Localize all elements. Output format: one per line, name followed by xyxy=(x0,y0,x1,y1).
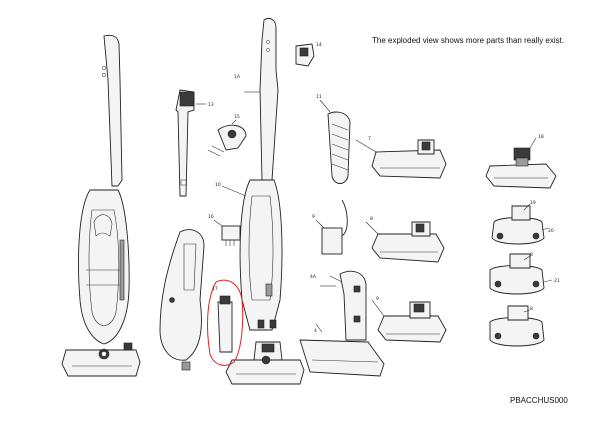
main-body-assembly xyxy=(221,17,283,331)
clip-part xyxy=(295,43,315,67)
crevice-tool xyxy=(175,89,206,197)
callout-16: 16 xyxy=(208,214,214,220)
callout-13: 13 xyxy=(208,102,214,108)
callout-8: 8 xyxy=(370,216,373,222)
wall-bracket xyxy=(299,270,385,377)
exploded-view-note: The exploded view shows more parts than … xyxy=(372,36,565,45)
callout-19: 19 xyxy=(530,200,536,206)
callout-4A: 4A xyxy=(310,274,317,280)
nozzle-head-7 xyxy=(371,139,447,179)
roller-brush xyxy=(319,99,351,184)
part-code: PBACCHUS000 xyxy=(510,396,568,405)
floor-nozzle-main xyxy=(225,341,305,385)
callout-9: 9 xyxy=(312,214,315,220)
callout-17: 17 xyxy=(212,286,218,292)
callout-labels: 1A 10 13 15 16 17 14 11 7 9 8 4A 4 9 18 … xyxy=(208,42,560,334)
brush-tool xyxy=(207,119,247,157)
callout-11: 11 xyxy=(316,94,322,100)
callout-9b: 9 xyxy=(376,296,379,302)
battery-highlight xyxy=(207,279,244,366)
callout-10: 10 xyxy=(215,182,221,188)
callout-7: 7 xyxy=(368,136,371,142)
leader-lines xyxy=(315,137,553,333)
nozzle-right-18 xyxy=(485,147,557,189)
callout-15: 15 xyxy=(234,114,240,120)
callout-4: 4 xyxy=(314,328,317,334)
small-brush-tool xyxy=(213,219,241,246)
assembled-vacuum xyxy=(61,34,141,377)
charger-adapter xyxy=(315,199,348,255)
handheld-unit xyxy=(159,229,205,371)
nozzle-head-9 xyxy=(377,301,447,343)
callout-8c: 8 xyxy=(530,306,533,312)
callout-21: 21 xyxy=(554,278,560,284)
nozzle-right-21 xyxy=(489,253,545,295)
callout-1A: 1A xyxy=(234,74,241,80)
callout-18: 18 xyxy=(538,134,544,140)
nozzle-head-8 xyxy=(371,221,445,263)
callout-20: 20 xyxy=(548,228,554,234)
nozzle-right-22 xyxy=(489,305,545,347)
nozzle-right-19 xyxy=(491,205,545,245)
callout-8b: 8 xyxy=(530,252,533,258)
callout-14: 14 xyxy=(316,42,322,48)
